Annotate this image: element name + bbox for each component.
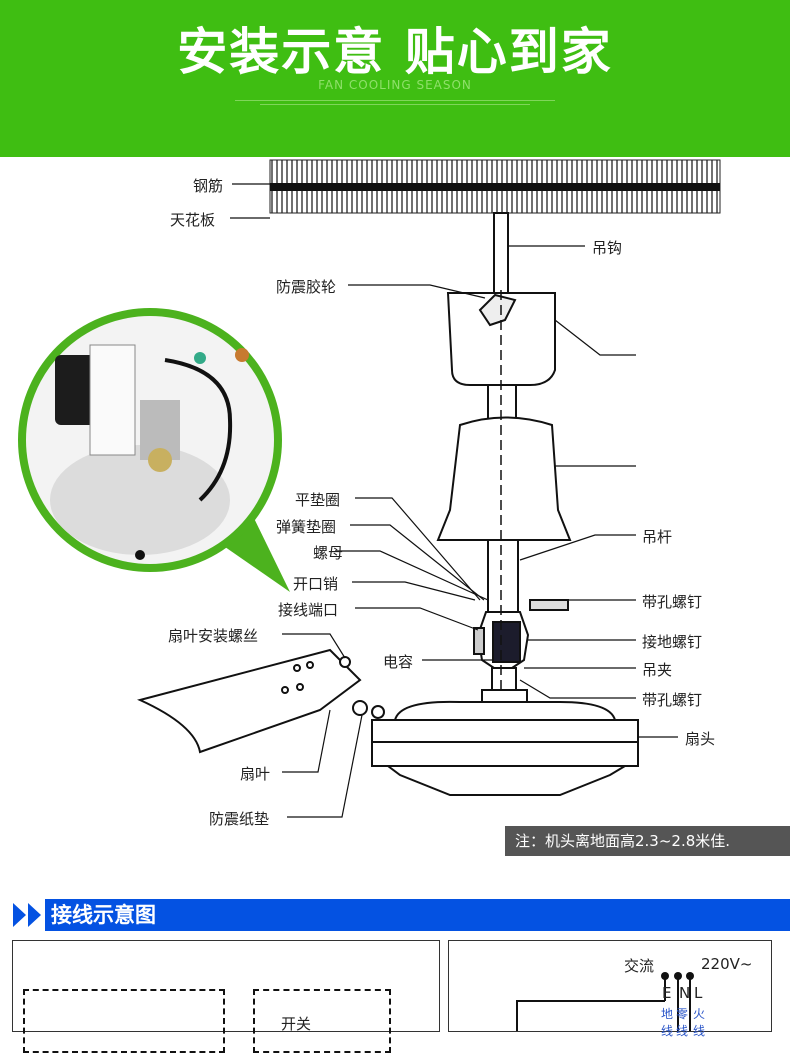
label-motor-head: 扇头 — [685, 730, 716, 748]
live-wire-label: 火线 — [693, 1007, 706, 1038]
label-spring-washer: 弹簧垫圈 — [276, 518, 337, 536]
label-rebar: 钢筋 — [193, 177, 224, 195]
label-ceiling: 天花板 — [170, 211, 216, 229]
switch-dashed-box — [253, 989, 391, 1053]
label-blade: 扇叶 — [240, 765, 271, 783]
wiring-panel-right: 交流 220V~ E N L 地线 零线 火线 — [448, 940, 772, 1038]
leader-lines — [230, 183, 678, 818]
wiring-panel-left: 开关 — [12, 940, 440, 1053]
switch-label: 开关 — [281, 1015, 312, 1033]
wiring-section-title: 接线示意图 — [45, 899, 790, 931]
label-flat-washer: 平垫圈 — [295, 491, 341, 509]
label-rod: 吊杆 — [642, 528, 673, 546]
label-hook: 吊钩 — [592, 239, 623, 257]
terminal-l: L — [694, 984, 703, 1002]
label-shock-wheel: 防震胶轮 — [276, 278, 337, 296]
header-title: 安装示意 贴心到家 — [177, 22, 613, 81]
label-hole-screw: 带孔螺钉 — [642, 691, 703, 709]
label-ground-screw: 接地螺钉 — [642, 633, 703, 651]
header-subtitle: FAN COOLING SEASON — [318, 78, 472, 92]
neutral-wire-label: 零线 — [676, 1007, 689, 1038]
label-clamp: 吊夹 — [642, 661, 673, 679]
double-chevron-icon — [13, 903, 41, 927]
header-banner: 安装示意 贴心到家 FAN COOLING SEASON — [0, 0, 790, 157]
fan-dashed-box — [23, 989, 225, 1053]
divider — [260, 104, 530, 105]
label-hole-screw: 带孔螺钉 — [642, 593, 703, 611]
label-terminal: 接线端口 — [278, 601, 339, 619]
terminal-e: E — [662, 984, 672, 1002]
height-note: 注：机头离地面高2.3~2.8米佳. — [505, 826, 790, 856]
ground-wire-label: 地线 — [661, 1007, 674, 1038]
label-cotter-pin: 开口销 — [293, 575, 339, 593]
label-shock-pad: 防震纸垫 — [209, 810, 270, 828]
terminal-n: N — [679, 984, 691, 1002]
connector-photo — [18, 308, 290, 592]
ac-label: 交流 — [624, 957, 655, 975]
label-capacitor: 电容 — [383, 653, 414, 671]
voltage-label: 220V~ — [701, 955, 753, 973]
divider — [235, 100, 555, 101]
label-blade-screw: 扇叶安装螺丝 — [168, 627, 259, 645]
ceiling — [269, 159, 721, 214]
label-nut: 螺母 — [313, 544, 344, 562]
fan-body — [137, 212, 639, 796]
wiring-lines — [516, 972, 694, 1031]
fan-installation-diagram — [18, 159, 721, 818]
